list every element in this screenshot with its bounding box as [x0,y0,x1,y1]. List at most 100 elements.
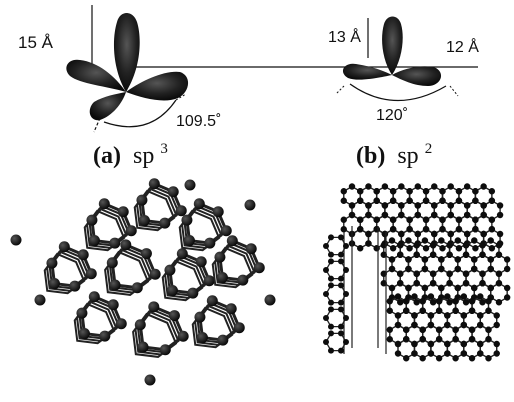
graphite-atom [435,307,443,314]
graphite-atom [435,336,443,343]
graphite-atom [403,298,410,305]
graphite-edge-atom [328,234,334,241]
diamond-atom [183,235,195,247]
diamond-lattice [10,178,276,386]
caption-b-id: (b) [356,143,385,169]
diamond-bond-ring [104,250,150,296]
graphite-atom [444,312,451,319]
graphite-atom [488,216,496,223]
graphite-atom [421,265,429,273]
graphite-atom [380,251,387,258]
diamond-atom [168,310,180,322]
graphite-atom [406,188,413,195]
graphite-atom [444,321,451,329]
graphite-atom [439,197,446,204]
graphite-atom [422,226,430,233]
graphite-atom [471,256,478,263]
graphite-atom [480,183,487,190]
diamond-edge-atom [184,179,196,191]
graphite-atom [348,202,356,209]
sp3-lobe-top [113,13,140,92]
graphite-edge-atom [328,258,334,265]
graphite-atom [452,355,459,362]
graphite-atom [414,211,422,219]
graphite-atom [431,202,438,209]
diamond-bond-ring [181,207,223,249]
graphite-atom [488,188,496,195]
graphite-atom [431,230,438,238]
graphite-atom [487,256,494,263]
graphite-atom [403,307,410,314]
diamond-atom [195,256,207,268]
graphite-edge-atom [338,299,344,306]
graphite-atom [429,242,437,249]
graphite-edge-atom [338,275,344,282]
graphite-atom [462,299,470,306]
graphite-atom [479,251,486,258]
graphite-atom [477,321,484,329]
diamond-edge-atom [264,294,276,306]
sp3-angle-label: 109.5˚ [176,113,221,130]
diamond-atom [177,330,189,342]
diamond-atom [98,198,110,210]
diamond-atom [187,287,199,299]
sp2-lobe-top [382,16,403,75]
caption-a-sup: 3 [160,141,168,157]
graphite-atom [495,242,503,249]
graphite-atom [413,242,420,249]
sp3-angle-tick [93,117,101,133]
graphite-atom [429,251,437,258]
diamond-atom [176,248,188,260]
graphite-atom [419,298,426,305]
diamond-atom [140,248,152,260]
graphite-atom [454,265,462,273]
graphite-atom [413,270,420,277]
graphite-edge-atom [328,282,334,289]
graphite-atom [485,307,492,314]
graphite-atom [394,340,402,348]
graphite-atom [438,265,445,273]
graphite-atom [439,216,446,223]
graphite-edge-atom [343,339,349,345]
graphite-atom [438,284,445,292]
graphite-atom [472,245,479,252]
diamond-atom [166,285,178,297]
graphite-atom [446,299,453,306]
graphite-atom [454,256,462,263]
sp2-lobe-left [342,63,392,80]
graphite-atom [480,211,487,219]
graphite-atom [446,270,453,277]
diamond-atom [86,214,98,226]
graphite-atom [477,312,484,319]
graphite-atom [429,299,437,306]
graphite-atom [447,211,454,219]
diamond-edge-atom [244,199,256,211]
graphite-atom [446,251,453,258]
graphite-atom [472,216,479,223]
graphite-atom [444,350,451,357]
graphite-atom [472,226,479,233]
sp2-lobe-right [392,66,442,86]
diamond-atom [237,274,249,286]
diamond-atom [48,278,60,290]
graphite-atom [472,197,479,204]
graphite-atom [422,216,430,223]
graphite-edge-atom [328,275,334,282]
graphite-atom [487,265,494,273]
graphite-atom [452,307,459,314]
graphite-atom [394,312,402,319]
diamond-atom [125,225,137,237]
graphite-atom [419,307,426,314]
graphite-edge-atom [323,315,329,321]
graphite-edge-atom [323,267,329,273]
diamond-bond-ring [132,312,178,358]
graphite-atom [422,197,430,204]
diamond-atom [109,279,121,291]
graphite-atom [397,280,404,287]
graphite-edge-atom [338,258,344,265]
diamond-atom [233,322,245,334]
graphite-atom [357,188,364,195]
graphite-atom [381,211,389,219]
graphite-atom [479,280,486,287]
sp2-angle-label: 120˚ [376,107,408,124]
